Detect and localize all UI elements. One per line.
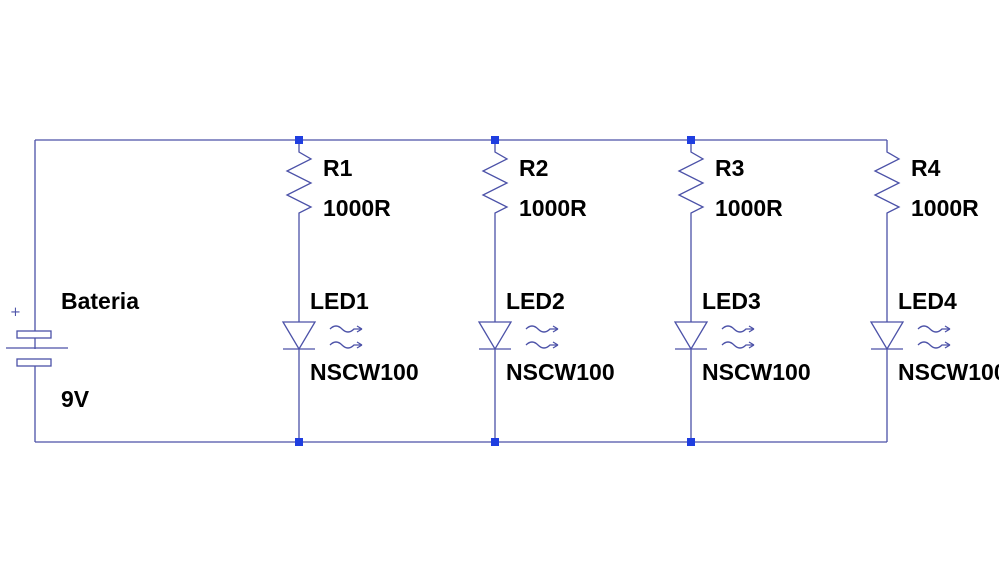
junction-node — [687, 438, 695, 446]
battery-value-label: 9V — [61, 386, 90, 412]
resistor-value-label: 1000R — [519, 195, 587, 221]
junction-node — [295, 136, 303, 144]
resistor-value-label: 1000R — [911, 195, 979, 221]
resistor-value-label: 1000R — [715, 195, 783, 221]
led-name-label: LED4 — [898, 288, 957, 314]
led-name-label: LED3 — [702, 288, 761, 314]
light-emission-arrow — [721, 341, 755, 349]
led-symbol — [869, 321, 905, 351]
resistor-name-label: R4 — [911, 155, 941, 181]
led-value-label: NSCW100 — [310, 359, 419, 385]
battery-name-label: Bateria — [61, 288, 139, 314]
resistor-symbol — [481, 140, 509, 220]
led-symbol — [673, 321, 709, 351]
led-name-label: LED1 — [310, 288, 369, 314]
resistor-symbol — [873, 140, 901, 220]
resistor-name-label: R1 — [323, 155, 353, 181]
battery-plus-sign: + — [10, 305, 21, 320]
resistor-symbol — [677, 140, 705, 220]
junction-node — [491, 438, 499, 446]
light-emission-arrow — [329, 341, 363, 349]
junction-node — [491, 136, 499, 144]
led-name-label: LED2 — [506, 288, 565, 314]
light-emission-arrow — [917, 341, 951, 349]
light-emission-arrow — [525, 325, 559, 333]
led-value-label: NSCW100 — [898, 359, 999, 385]
led-symbol — [477, 321, 513, 351]
resistor-name-label: R2 — [519, 155, 548, 181]
led-value-label: NSCW100 — [506, 359, 615, 385]
resistor-name-label: R3 — [715, 155, 744, 181]
light-emission-arrow — [721, 325, 755, 333]
resistor-symbol — [285, 140, 313, 220]
junction-node — [687, 136, 695, 144]
led-symbol — [281, 321, 317, 351]
battery-symbol — [6, 320, 68, 367]
led-value-label: NSCW100 — [702, 359, 811, 385]
junction-node — [295, 438, 303, 446]
light-emission-arrow — [525, 341, 559, 349]
light-emission-arrow — [917, 325, 951, 333]
light-emission-arrow — [329, 325, 363, 333]
resistor-value-label: 1000R — [323, 195, 391, 221]
